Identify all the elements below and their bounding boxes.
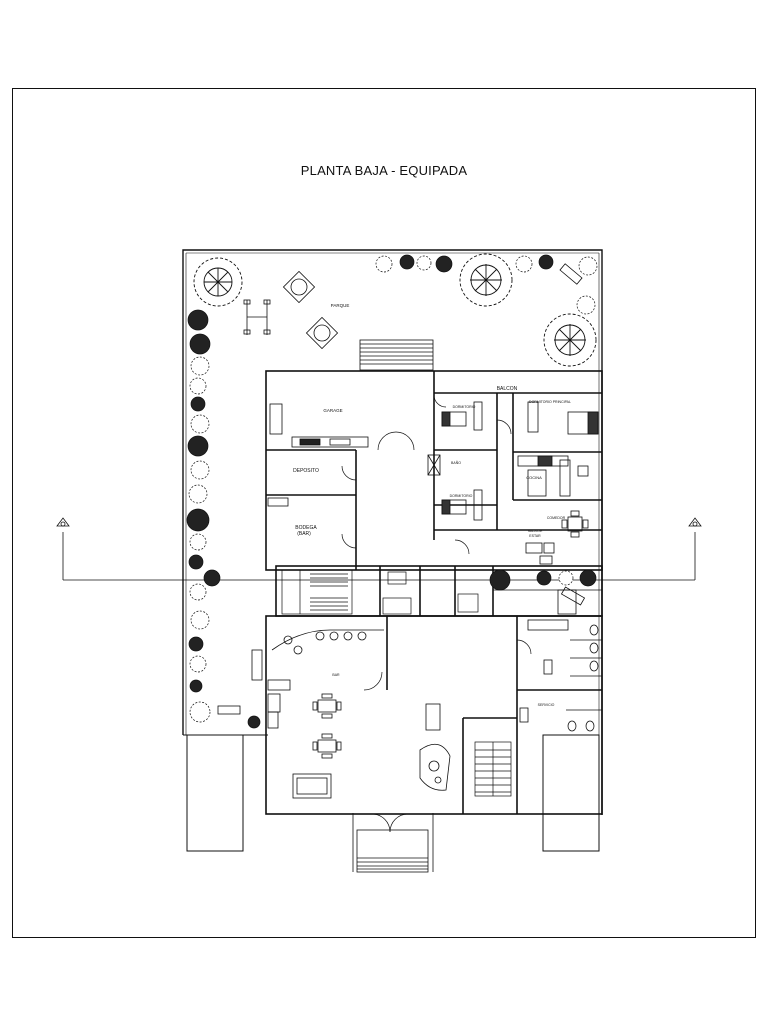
tree-large-3 <box>543 313 597 367</box>
label-sala-de-estar-2: ESTAR <box>529 534 541 538</box>
label-dormitorio-2: DORMITORIO <box>450 494 473 498</box>
label-bodega-sub: (BAR) <box>297 531 311 537</box>
doors <box>341 394 532 833</box>
label-dormitorio-principal: DORMITORIO PRINCIPAL <box>529 400 571 404</box>
label-deposito: DEPOSITO <box>293 468 319 474</box>
room-labels: PARQUE BALCON GARAGE DEPOSITO BODEGA (BA… <box>293 303 571 707</box>
label-cocina: COCINA <box>526 475 542 480</box>
sheet-title: PLANTA BAJA - EQUIPADA <box>300 163 468 178</box>
tree-large-1 <box>193 257 243 307</box>
label-bar: BAR <box>332 673 340 677</box>
label-bano: BAÑO <box>451 460 461 465</box>
bar-furniture <box>217 629 384 729</box>
label-parque: PARQUE <box>331 303 350 308</box>
label-dormitorio-1: DORMITORIO <box>453 405 476 409</box>
planter-band <box>493 589 602 615</box>
label-bodega: BODEGA <box>295 525 317 531</box>
living-dining-furniture <box>525 510 589 565</box>
trees <box>193 253 597 367</box>
back-stairs <box>359 339 434 371</box>
restrooms <box>519 619 602 732</box>
label-garage: GARAGE <box>323 408 342 413</box>
label-balcon: BALCON <box>497 386 518 392</box>
park-furniture <box>243 263 586 606</box>
label-sala-de-estar-1: SALA DE <box>528 529 543 533</box>
sheet-border <box>12 88 756 938</box>
front-stairs <box>352 813 434 873</box>
label-servicio: SERVICIO <box>538 703 555 707</box>
label-comedor: COMEDOR <box>547 516 566 520</box>
lower-stair <box>474 741 512 797</box>
bedroom-furniture <box>427 401 599 521</box>
tree-large-2 <box>459 253 513 307</box>
garage-fixtures <box>267 403 369 507</box>
central-stair <box>281 569 479 615</box>
reception <box>419 703 451 791</box>
kitchen-fixtures <box>517 455 589 497</box>
front-annexes <box>183 734 600 852</box>
building-walls <box>265 370 603 815</box>
lounge-tables <box>292 693 342 799</box>
shrubs <box>186 254 598 729</box>
